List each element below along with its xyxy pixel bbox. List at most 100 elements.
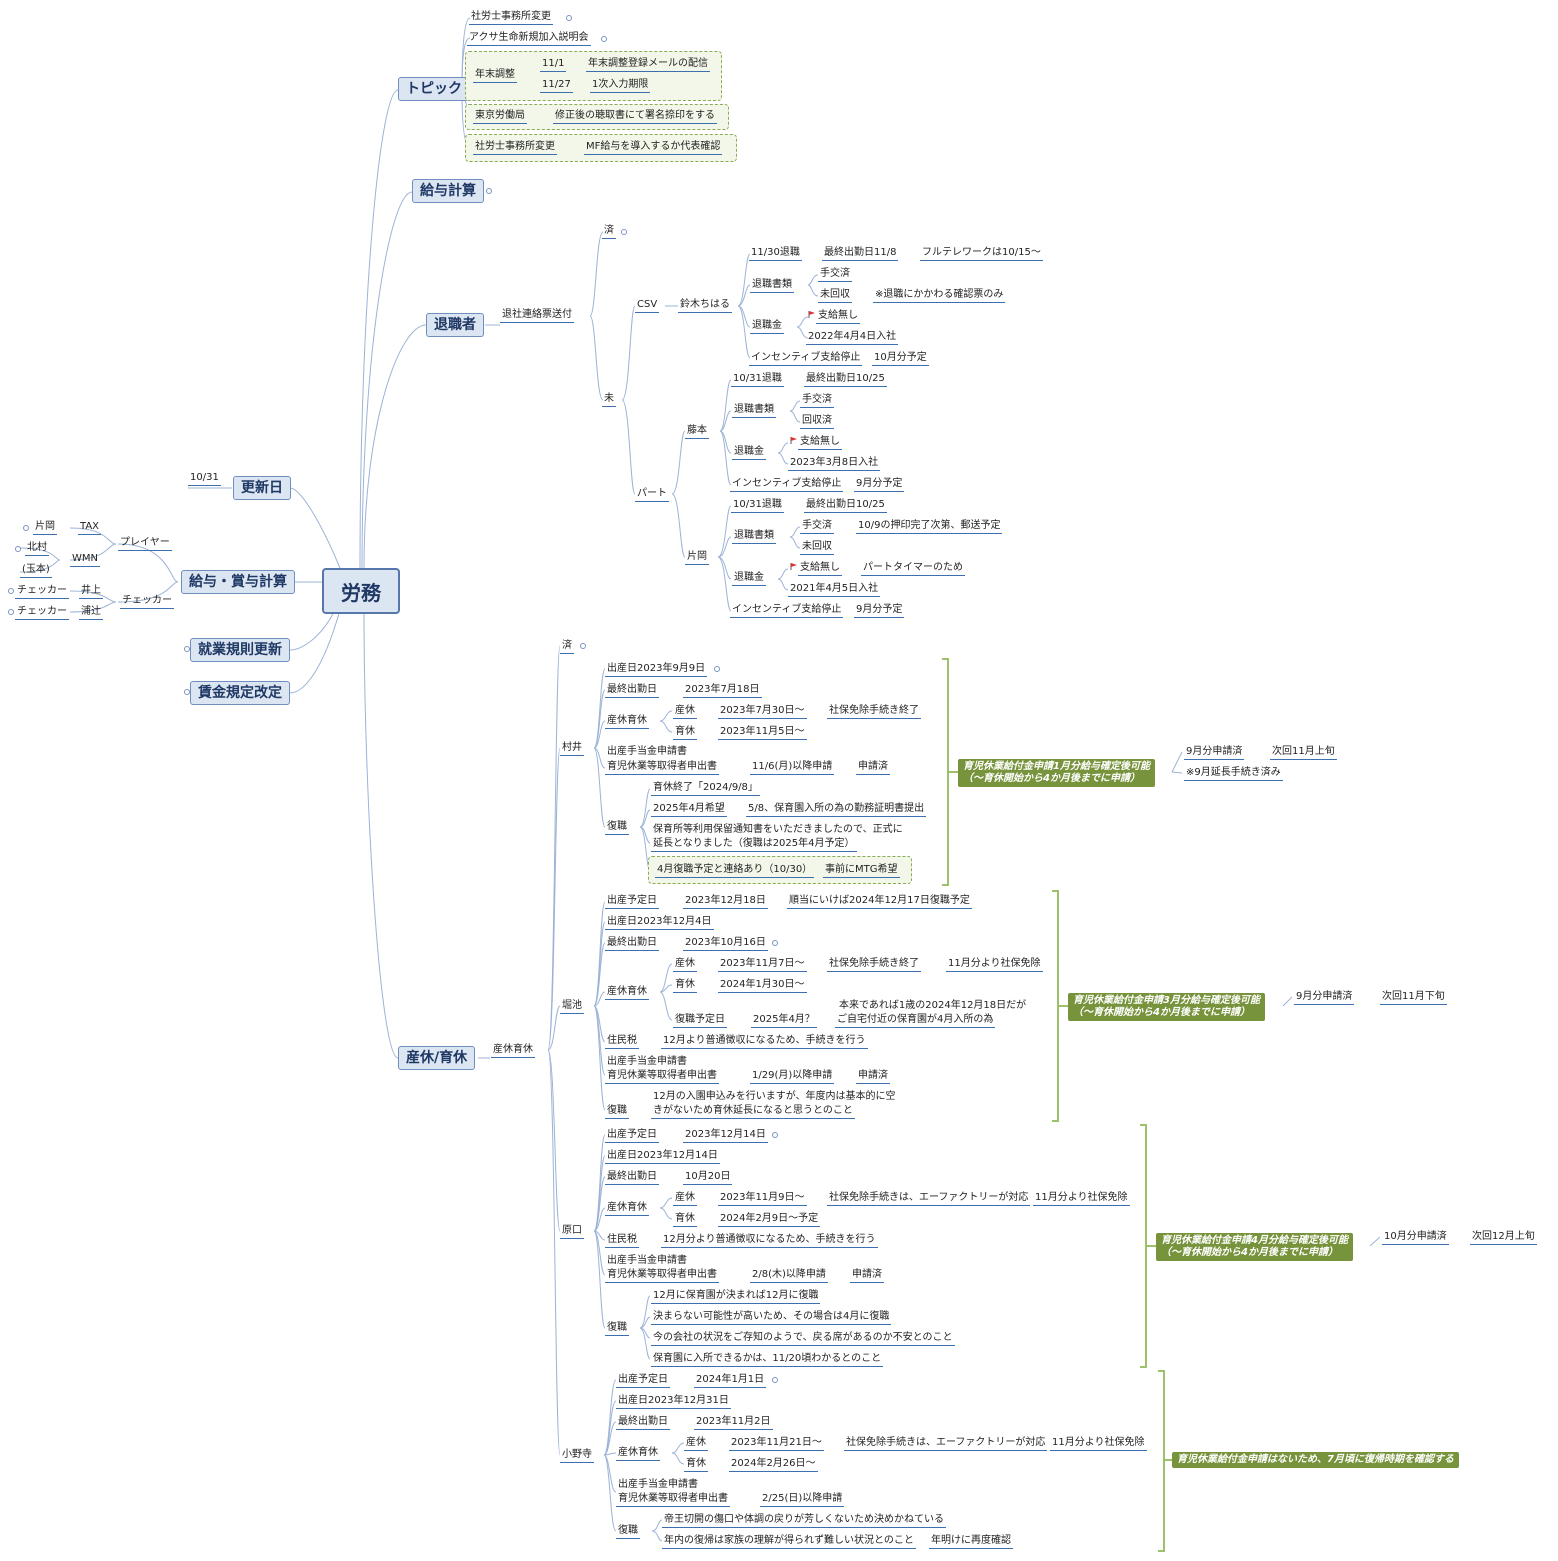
- kataoka-ret[interactable]: 10/31退職: [731, 499, 784, 513]
- inoue-label[interactable]: 井上: [79, 585, 103, 599]
- taishoku-done[interactable]: 済: [602, 225, 616, 239]
- kataoka-inc[interactable]: インセンティブ支給停止: [730, 604, 844, 618]
- expand-icon[interactable]: [580, 643, 586, 649]
- haraguchi-ikyuv[interactable]: 2024年2月9日～予定: [718, 1213, 821, 1227]
- murai-f1[interactable]: 育休終了「2024/9/8」: [651, 782, 760, 796]
- horiike-appn[interactable]: 申請済: [856, 1070, 890, 1084]
- taishoku-csv[interactable]: CSV: [635, 299, 660, 313]
- nencho-date-1[interactable]: 11/1: [540, 58, 567, 72]
- horiike-ikyuv[interactable]: 2024年1月30日～: [718, 979, 807, 993]
- murai-last[interactable]: 最終出勤日: [605, 684, 659, 698]
- kataoka-d2[interactable]: 未回収: [800, 541, 834, 555]
- kataoka-m2[interactable]: 2021年4月5日入社: [788, 583, 881, 597]
- expand-icon[interactable]: [621, 229, 627, 235]
- horiike-fukun1[interactable]: 本来であれば1歳の2024年12月18日だが: [839, 1000, 1027, 1011]
- murai-f4[interactable]: 4月復職予定と連絡あり（10/30）: [655, 864, 815, 878]
- murai-app1[interactable]: 出産手当金申請書: [607, 746, 687, 757]
- horiike-sankyu[interactable]: 産休: [673, 958, 697, 972]
- murai-birth[interactable]: 出産日2023年9月9日: [605, 663, 708, 677]
- onodera-app1[interactable]: 出産手当金申請書: [618, 1479, 698, 1490]
- haraguchi-name[interactable]: 原口: [560, 1225, 584, 1239]
- roudou-text[interactable]: 修正後の聴取書にて署名捺印をする: [553, 110, 717, 124]
- haraguchi-sankyun[interactable]: 社保免除手続きは、エーファクトリーが対応: [827, 1192, 1031, 1206]
- horiike-due[interactable]: 出産予定日: [605, 895, 659, 909]
- kataoka-money[interactable]: 退職金: [732, 572, 766, 586]
- player-label[interactable]: プレイヤー: [118, 537, 172, 551]
- haraguchi-sankyuv[interactable]: 2023年11月9日～: [718, 1192, 807, 1206]
- expand-icon[interactable]: [772, 1132, 778, 1138]
- kataoka-d1[interactable]: 手交済: [800, 520, 834, 534]
- onodera-sankyu[interactable]: 産休: [684, 1437, 708, 1451]
- onodera-lastv[interactable]: 2023年11月2日: [694, 1416, 773, 1430]
- horiike-app1[interactable]: 出産手当金申請書: [607, 1056, 687, 1067]
- horiike-birth[interactable]: 出産日2023年12月4日: [605, 916, 714, 930]
- haraguchi-f4[interactable]: 保育園に入所できるかは、11/20頃わかるとのこと: [651, 1353, 884, 1367]
- fujimoto-ret[interactable]: 10/31退職: [731, 373, 784, 387]
- horiike-ikukyu[interactable]: 産休育休: [605, 986, 649, 1000]
- summary-haraguchi[interactable]: 育児休業給付金申請4月分給与確定後可能（～育休開始から4か月後までに申請）: [1156, 1233, 1353, 1261]
- kataoka-docs[interactable]: 退職書類: [732, 530, 776, 544]
- kataoka-name[interactable]: 片岡: [685, 551, 709, 565]
- haraguchi-app1[interactable]: 出産手当金申請書: [607, 1255, 687, 1266]
- haraguchi-ikukyu[interactable]: 産休育休: [605, 1202, 649, 1216]
- horiike-duen[interactable]: 順当にいけば2024年12月17日復職予定: [787, 895, 972, 909]
- haraguchi-appn[interactable]: 申請済: [850, 1269, 884, 1283]
- horiike-last[interactable]: 最終出勤日: [605, 937, 659, 951]
- haraguchi-lastv[interactable]: 10月20日: [683, 1171, 733, 1185]
- murai-app2[interactable]: 育児休業等取得者申出書: [605, 761, 719, 775]
- tax-label[interactable]: TAX: [78, 521, 102, 535]
- suzuki-name[interactable]: 鈴木ちはる: [678, 299, 732, 313]
- fujimoto-last[interactable]: 最終出勤日10/25: [804, 373, 887, 387]
- murai-sankyun[interactable]: 社保免除手続き終了: [827, 705, 921, 719]
- summary-horiike-note1b[interactable]: 次回11月下旬: [1380, 991, 1447, 1005]
- onodera-app2[interactable]: 育児休業等取得者申出書: [616, 1493, 730, 1507]
- onodera-f1[interactable]: 帝王切開の傷口や体調の戻りが芳しくないため決めかねている: [662, 1514, 946, 1528]
- checker-1[interactable]: チェッカー: [15, 585, 69, 599]
- horiike-fukua[interactable]: 12月の入園申込みを行いますが、年度内は基本的に空: [653, 1091, 896, 1102]
- expand-icon[interactable]: [601, 36, 607, 42]
- haraguchi-app2[interactable]: 育児休業等取得者申出書: [605, 1269, 719, 1283]
- suzuki-d2note[interactable]: ※退職にかかわる確認票のみ: [873, 289, 1006, 303]
- murai-f3a[interactable]: 保育所等利用保留通知書をいただきましたので、正式に: [653, 824, 903, 835]
- onodera-ikyu[interactable]: 育休: [684, 1458, 708, 1472]
- checker-label[interactable]: チェッカー: [120, 595, 174, 609]
- fujimoto-inc[interactable]: インセンティブ支給停止: [730, 478, 844, 492]
- haraguchi-juminv[interactable]: 12月分より普通徴収になるため、手続きを行う: [661, 1234, 878, 1248]
- expand-icon[interactable]: [23, 525, 29, 531]
- urasuji-label[interactable]: 浦辻: [79, 606, 103, 620]
- summary-onodera[interactable]: 育児休業給付金申請はないため、7月頃に復帰時期を確認する: [1172, 1452, 1459, 1468]
- onodera-name[interactable]: 小野寺: [560, 1449, 594, 1463]
- suzuki-d1[interactable]: 手交済: [818, 268, 852, 282]
- haraguchi-f2[interactable]: 決まらない可能性が高いため、その場合は4月に復職: [651, 1311, 892, 1325]
- onodera-sankyuv[interactable]: 2023年11月21日～: [729, 1437, 824, 1451]
- summary-murai[interactable]: 育児休業給付金申請1月分給与確定後可能（～育休開始から4か月後までに申請）: [958, 759, 1155, 787]
- fujimoto-m2[interactable]: 2023年3月8日入社: [788, 457, 881, 471]
- horiike-fukudayv[interactable]: 2025年4月？: [751, 1014, 817, 1028]
- onodera-last[interactable]: 最終出勤日: [616, 1416, 670, 1430]
- murai-ikyu[interactable]: 育休: [673, 726, 697, 740]
- haraguchi-duev[interactable]: 2023年12月14日: [683, 1129, 768, 1143]
- murai-f2[interactable]: 2025年4月希望: [651, 803, 727, 817]
- expand-icon[interactable]: [8, 588, 14, 594]
- murai-sankyuv[interactable]: 2023年7月30日～: [718, 705, 807, 719]
- summary-murai-note1b[interactable]: 次回11月上旬: [1270, 746, 1337, 760]
- suzuki-ret[interactable]: 11/30退職: [749, 247, 802, 261]
- haraguchi-ikyu[interactable]: 育休: [673, 1213, 697, 1227]
- shugyo-node[interactable]: 就業規則更新: [190, 638, 290, 662]
- kataoka-last[interactable]: 最終出勤日10/25: [804, 499, 887, 513]
- tamamoto-label[interactable]: (玉本): [20, 564, 52, 578]
- horiike-fuku[interactable]: 復職: [605, 1105, 629, 1119]
- haraguchi-sankyun2[interactable]: 11月分より社保免除: [1033, 1192, 1130, 1206]
- suzuki-inc[interactable]: インセンティブ支給停止: [749, 352, 863, 366]
- murai-f3b[interactable]: 延長となりました（復職は2025年4月予定）: [651, 838, 857, 852]
- murai-appv[interactable]: 11/6(月)以降申請: [750, 761, 835, 775]
- summary-horiike[interactable]: 育児休業給付金申請3月分給与確定後可能（～育休開始から4か月後までに申請）: [1068, 993, 1265, 1021]
- kitamura-label[interactable]: 北村: [25, 542, 49, 556]
- horiike-sankyun[interactable]: 社保免除手続き終了: [827, 958, 921, 972]
- fujimoto-d2[interactable]: 回収済: [800, 415, 834, 429]
- onodera-f2[interactable]: 年内の復帰は家族の理解が得られず難しい状況とのこと: [662, 1535, 916, 1549]
- horiike-sankyun2[interactable]: 11月分より社保免除: [946, 958, 1043, 972]
- suzuki-d2[interactable]: 未回収: [818, 289, 852, 303]
- nencho-date-2[interactable]: 11/27: [540, 79, 573, 93]
- suzuki-incv[interactable]: 10月分予定: [872, 352, 929, 366]
